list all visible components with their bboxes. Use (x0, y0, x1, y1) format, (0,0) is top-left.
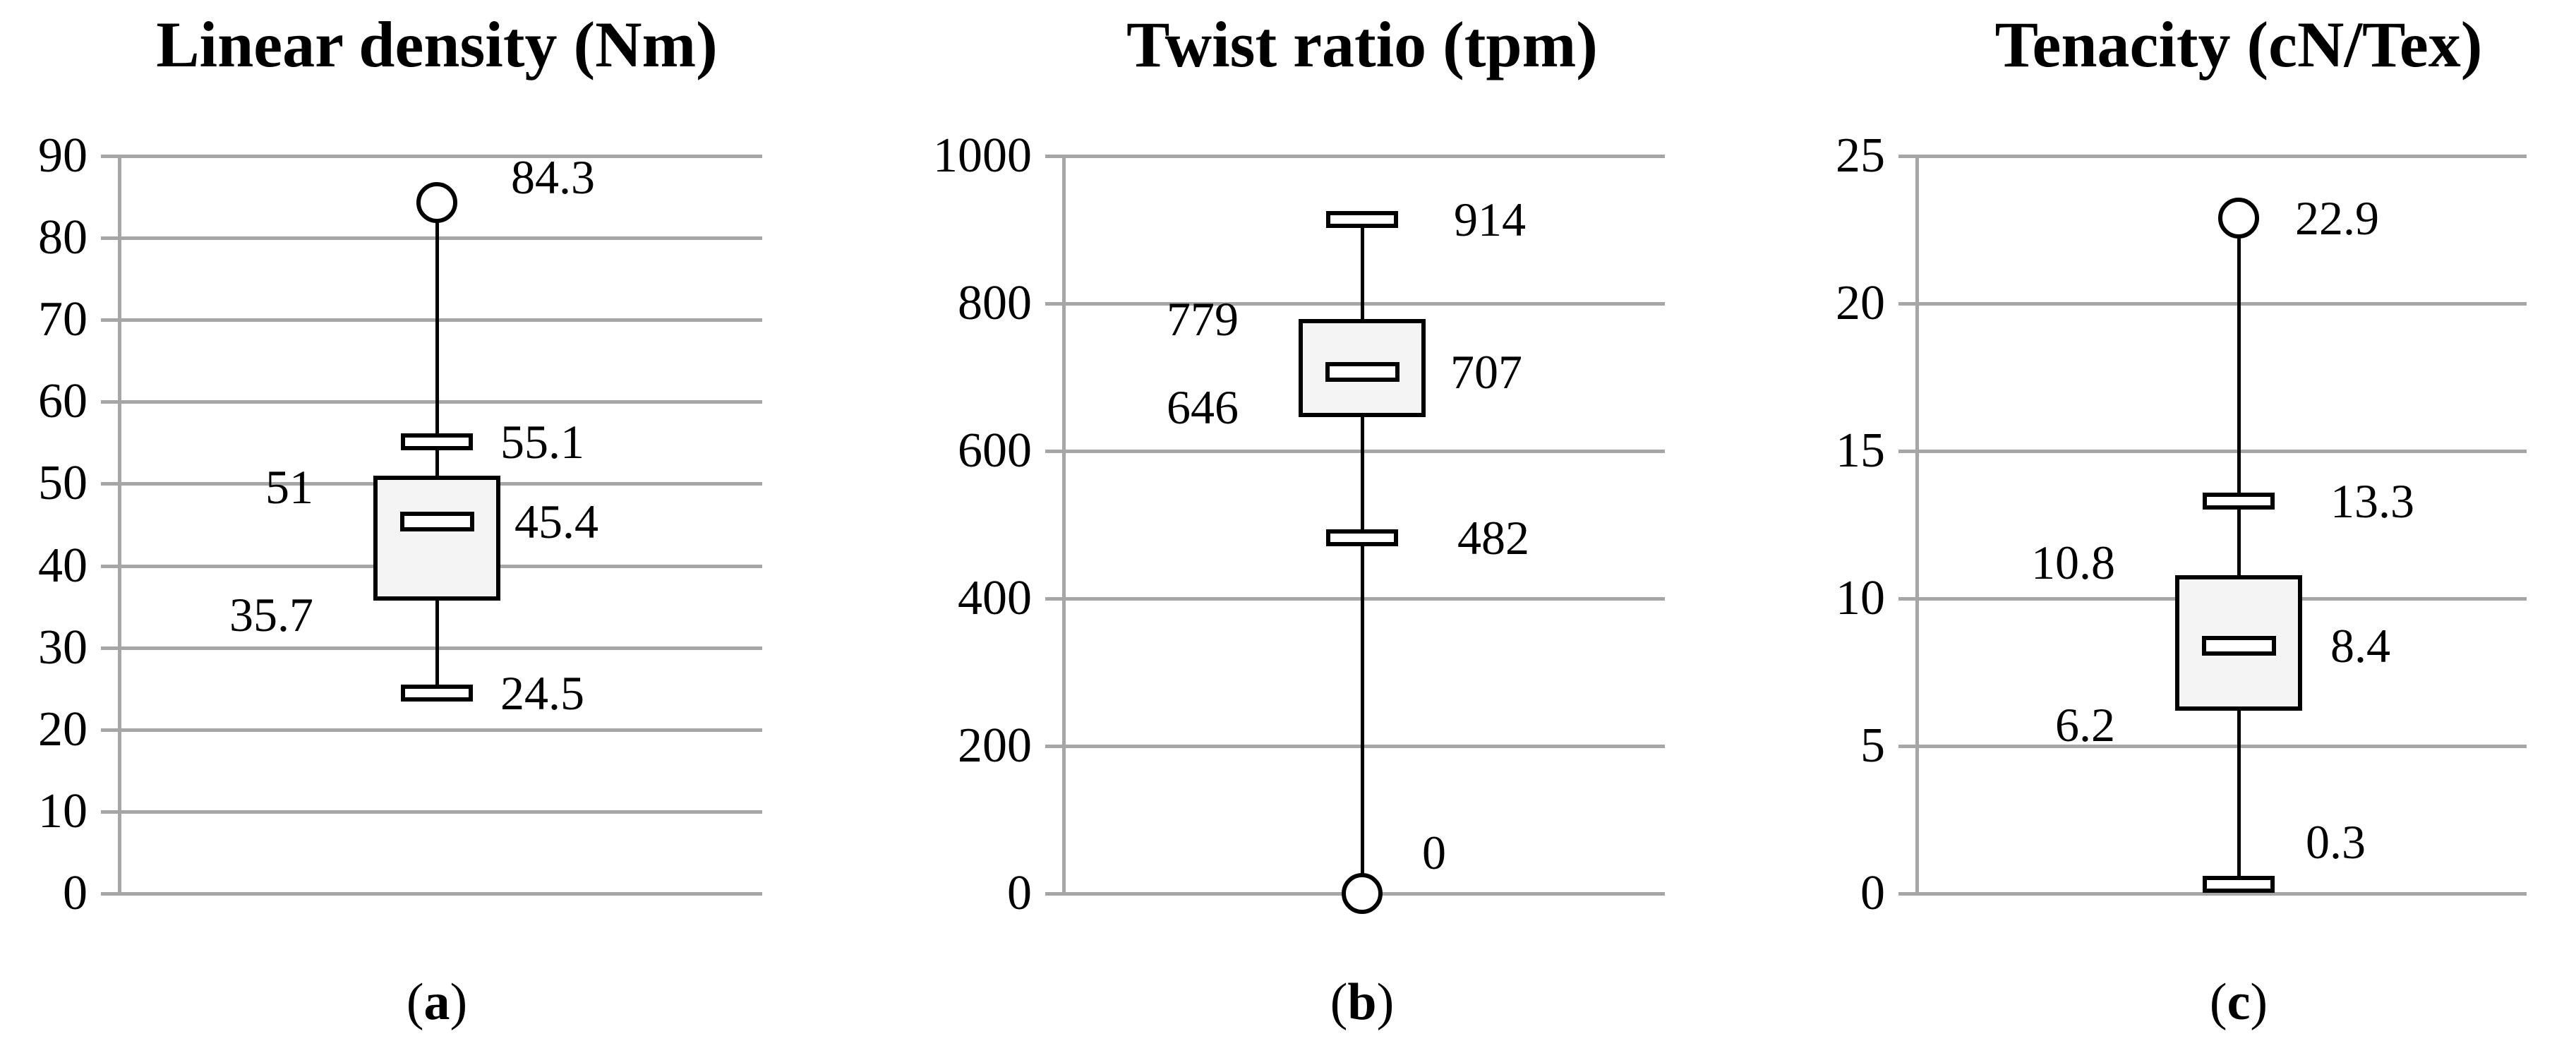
gridline-c (1898, 302, 2527, 306)
y-tick-label-a: 80 (38, 210, 88, 265)
gridline-b (1045, 450, 1665, 453)
y-tick-label-c: 10 (1836, 571, 1885, 625)
gridline-b (1045, 745, 1665, 748)
gridline-a (101, 810, 762, 814)
value-label-c: 22.9 (2295, 191, 2379, 245)
value-label-c: 8.4 (2330, 618, 2390, 673)
y-tick-label-a: 50 (38, 456, 88, 511)
y-tick-label-a: 60 (38, 374, 88, 429)
value-label-b: 646 (1167, 380, 1239, 434)
y-axis-line-b (1062, 155, 1066, 896)
y-tick-label-a: 90 (38, 128, 88, 183)
gridline-a (101, 155, 762, 158)
value-label-a: 24.5 (500, 666, 584, 720)
whisker-line-high-a (435, 203, 439, 476)
value-label-b: 482 (1457, 511, 1529, 565)
whisker-line-low-b (1361, 416, 1364, 893)
value-label-a: 35.7 (229, 588, 313, 642)
chart-title-a: Linear density (Nm) (156, 8, 718, 80)
whisker-cap-low-b (1326, 529, 1398, 547)
gridline-c (1898, 892, 2527, 896)
gridline-c (1898, 745, 2527, 748)
gridline-b (1045, 597, 1665, 601)
y-tick-label-c: 5 (1860, 718, 1885, 773)
y-tick-label-b: 600 (958, 423, 1032, 478)
whisker-line-high-b (1361, 219, 1364, 319)
whisker-line-low-a (435, 601, 439, 693)
whisker-cap-low-a (401, 684, 473, 702)
gridline-a (101, 236, 762, 241)
median-marker-c (2201, 635, 2276, 656)
y-tick-label-a: 0 (63, 866, 88, 920)
outlier-circle-c (2218, 197, 2259, 239)
chart-title-b: Twist ratio (tpm) (1126, 8, 1598, 80)
gridline-c (1898, 450, 2527, 453)
y-axis-line-a (118, 155, 121, 896)
panel-caption-c: (c) (2209, 973, 2268, 1031)
y-tick-label-b: 800 (958, 276, 1032, 330)
y-tick-label-a: 40 (38, 538, 88, 593)
value-label-c: 13.3 (2330, 474, 2414, 529)
y-tick-label-a: 70 (38, 292, 88, 347)
value-label-c: 6.2 (2055, 697, 2115, 752)
panel-caption-a: (a) (406, 973, 468, 1031)
value-label-b: 0 (1422, 826, 1446, 879)
y-tick-label-c: 0 (1860, 866, 1885, 920)
y-tick-label-c: 20 (1836, 276, 1885, 330)
value-label-a: 45.4 (514, 494, 598, 548)
gridline-b (1045, 155, 1665, 158)
value-label-b: 779 (1167, 291, 1239, 346)
y-tick-label-c: 15 (1836, 423, 1885, 478)
gridline-a (101, 400, 762, 404)
whisker-cap-low-c (2203, 876, 2275, 893)
value-label-a: 51 (265, 459, 313, 514)
whisker-line-low-c (2237, 710, 2241, 885)
median-marker-b (1325, 362, 1400, 383)
y-tick-label-b: 1000 (933, 128, 1032, 183)
chart-title-c: Tenacity (cN/Tex) (1994, 8, 2483, 80)
gridline-a (101, 318, 762, 323)
y-tick-label-a: 20 (38, 702, 88, 757)
whisker-cap-high-b (1326, 210, 1398, 228)
gridline-a (101, 728, 762, 732)
value-label-a: 55.1 (500, 415, 584, 469)
y-tick-label-c: 25 (1836, 128, 1885, 183)
value-label-a: 84.3 (511, 150, 595, 205)
value-label-c: 0.3 (2306, 815, 2366, 870)
whisker-line-high-c (2237, 217, 2241, 575)
panel-caption-b: (b) (1330, 973, 1395, 1031)
outlier-circle-b (1342, 873, 1383, 914)
value-label-b: 707 (1450, 345, 1522, 399)
gridline-b (1045, 302, 1665, 306)
y-tick-label-b: 0 (1007, 866, 1032, 920)
value-label-b: 914 (1454, 192, 1526, 246)
gridline-a (101, 892, 762, 896)
whisker-cap-high-c (2203, 493, 2275, 510)
gridline-a (101, 646, 762, 650)
box-a (373, 475, 500, 601)
y-tick-label-a: 30 (38, 620, 88, 675)
outlier-circle-a (416, 182, 457, 224)
y-axis-line-c (1915, 155, 1919, 896)
y-tick-label-b: 400 (958, 571, 1032, 625)
median-marker-a (399, 511, 474, 531)
gridline-c (1898, 155, 2527, 158)
y-tick-label-a: 10 (38, 783, 88, 838)
y-tick-label-b: 200 (958, 718, 1032, 773)
value-label-c: 10.8 (2031, 535, 2115, 589)
whisker-cap-high-a (401, 433, 473, 451)
